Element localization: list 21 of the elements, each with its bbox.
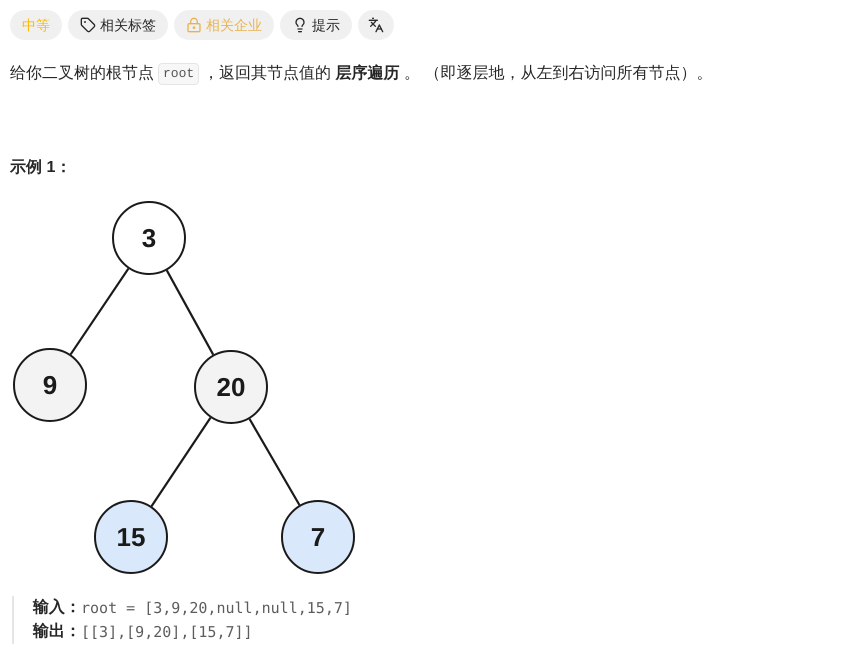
tree-edge: [166, 270, 214, 356]
inline-code: root: [158, 63, 200, 85]
node-value: 9: [42, 368, 58, 402]
node-value: 15: [116, 520, 146, 554]
node-value: 3: [142, 222, 156, 254]
input-value: root = [3,9,20,null,null,15,7]: [81, 598, 352, 619]
node-value: 20: [216, 370, 246, 404]
companies-chip: 相关企业: [174, 10, 274, 40]
tags-chip: 相关标签: [68, 10, 168, 40]
input-label: 输入：: [33, 597, 81, 618]
output-label: 输出：: [33, 622, 81, 642]
description-text: 给你二叉树的根节点: [10, 64, 154, 84]
example-heading: 示例 1：: [10, 158, 72, 178]
output-value: [[3],[9,20],[15,7]]: [81, 622, 253, 643]
tree-edge: [70, 268, 130, 355]
tree-edge: [248, 418, 300, 506]
hint-chip: 提示: [280, 10, 352, 40]
tree-edge: [150, 417, 212, 507]
description-text: ，返回其节点值的 层序遍历 。 （即逐层地，从左到右访问所有节点）。: [203, 63, 713, 84]
node-value: 7: [310, 520, 326, 554]
difficulty-badge: 中等: [10, 10, 62, 40]
